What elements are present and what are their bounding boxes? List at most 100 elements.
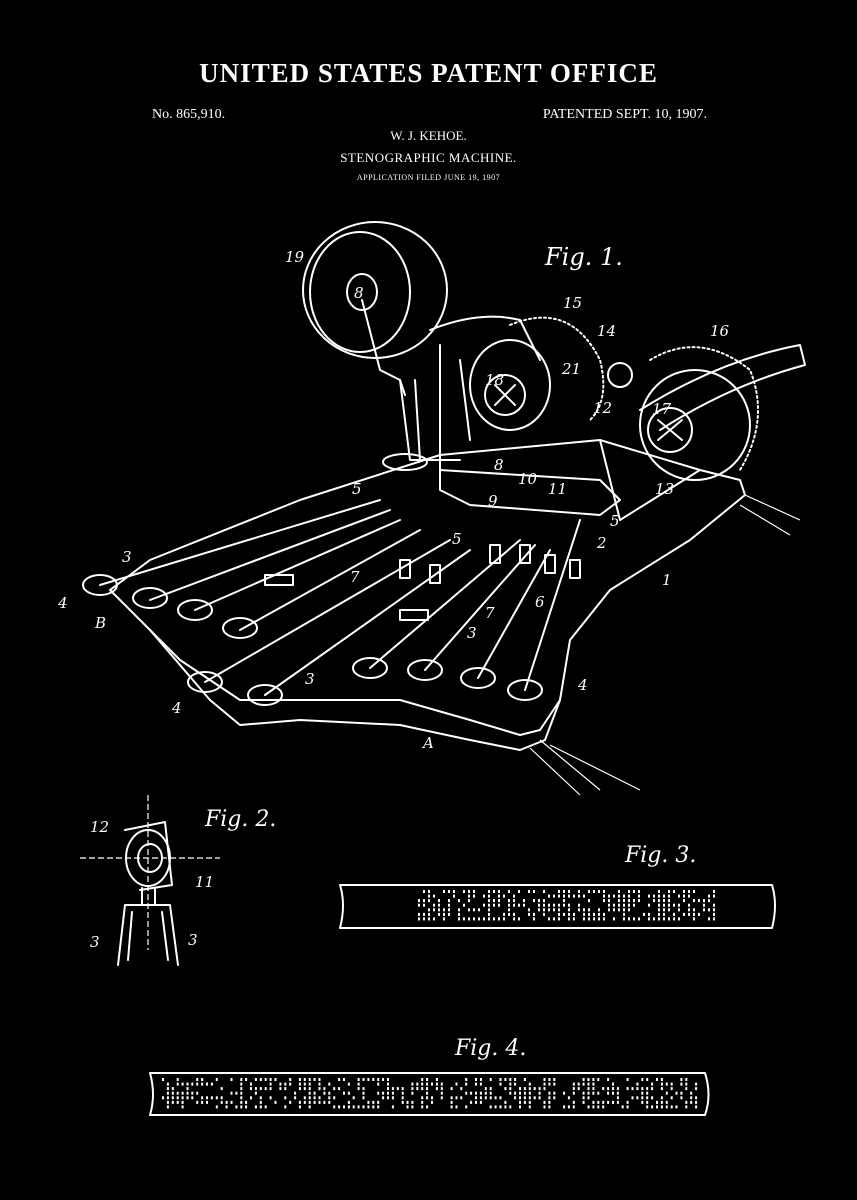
perforation-hole [499, 1105, 502, 1109]
perforation-hole [465, 1105, 468, 1109]
ref-17: 17 [652, 400, 672, 418]
fig2-label: Fig. 2. [204, 807, 276, 832]
perforation-hole [660, 1087, 663, 1091]
perforation-hole [680, 1082, 683, 1086]
perforation-hole [230, 1078, 233, 1081]
perforation-hole [597, 1091, 600, 1095]
perforation-hole [685, 1100, 688, 1104]
perforation-hole [578, 908, 580, 912]
perforation-hole [633, 903, 635, 907]
perforation-hole [713, 917, 715, 921]
perforation-hole [484, 1096, 487, 1100]
perforation-hole [597, 1105, 600, 1109]
perforation-hole [240, 1087, 243, 1091]
perforation-hole [646, 1100, 649, 1104]
perforation-hole [343, 1105, 345, 1109]
perforation-hole [401, 1087, 404, 1091]
figure-4: Fig. 4. [149, 1036, 710, 1116]
ref-21: 21 [561, 360, 581, 378]
perforation-hole [533, 1096, 536, 1100]
perforation-hole [308, 1078, 311, 1081]
perforation-hole [362, 1087, 365, 1091]
perforation-hole [230, 1091, 233, 1095]
perforation-hole [693, 912, 695, 916]
perforation-hole [416, 1087, 419, 1091]
perforation-hole [660, 1096, 663, 1100]
perforation-hole [558, 890, 560, 893]
perforation-hole [578, 903, 580, 907]
perforation-hole [377, 1091, 380, 1095]
perforation-hole [313, 1100, 316, 1104]
perforation-hole [489, 1096, 492, 1100]
perforation-hole [660, 1078, 663, 1081]
perforation-hole [543, 912, 545, 916]
ref-1: 1 [662, 571, 672, 589]
perforation-hole [508, 912, 510, 916]
perforation-hole [658, 903, 660, 907]
perforation-hole [616, 1087, 619, 1091]
perforation-hole [523, 903, 525, 907]
perforation-hole [688, 912, 690, 916]
perforation-hole [633, 917, 635, 921]
ref-10: 10 [518, 470, 538, 488]
perforation-hole [279, 1082, 282, 1086]
perforation-hole [308, 1091, 311, 1095]
perforation-hole [618, 908, 620, 912]
perforation-hole [166, 1100, 169, 1104]
perforation-hole [488, 899, 490, 903]
perforation-hole [372, 1100, 375, 1104]
perforation-hole [538, 1096, 541, 1100]
perforation-hole [250, 1087, 252, 1091]
perforation-hole [578, 890, 580, 893]
perforation-hole [240, 1105, 243, 1109]
perforation-hole [206, 1100, 208, 1104]
perforation-hole [416, 1082, 419, 1086]
perforation-hole [259, 1078, 262, 1081]
perforation-hole [693, 917, 695, 921]
perforation-hole [328, 1096, 331, 1100]
perforation-hole [421, 1096, 424, 1100]
perforation-hole [498, 917, 500, 921]
perforation-hole [668, 899, 670, 903]
perforation-hole [587, 1087, 590, 1091]
perforation-hole [240, 1096, 243, 1100]
perforation-hole [592, 1078, 595, 1081]
perforation-hole [508, 908, 510, 912]
fig1-label: Fig. 1. [544, 243, 623, 271]
perforation-hole [678, 903, 680, 907]
perforation-hole [618, 903, 620, 907]
ref-5a: 5 [352, 480, 362, 498]
lever-blocks [264, 544, 581, 621]
perforation-hole [473, 908, 475, 912]
perforation-hole [608, 894, 610, 898]
perforation-hole [458, 908, 460, 912]
perforation-hole [303, 1078, 306, 1081]
perforation-hole [641, 1096, 644, 1100]
perforation-hole [387, 1091, 389, 1095]
perforation-hole [678, 917, 680, 921]
perforation-hole [665, 1082, 668, 1086]
perforation-hole [473, 890, 475, 893]
perforation-hole [162, 1096, 164, 1100]
perforation-hole [489, 1091, 492, 1095]
perforation-hole [633, 899, 635, 903]
perforation-hole [308, 1087, 311, 1091]
perforation-hole [347, 1082, 350, 1086]
perforation-hole [428, 894, 430, 898]
perforation-hole [166, 1096, 169, 1100]
ref-8-spool: 8 [354, 284, 364, 302]
perforation-hole [191, 1096, 194, 1100]
perforation-hole [428, 917, 430, 921]
perforation-hole [438, 903, 440, 907]
perforation-hole [592, 1105, 595, 1109]
perforation-hole [458, 899, 460, 903]
perforation-hole [663, 912, 665, 916]
perforation-hole [509, 1082, 512, 1086]
perforation-hole [443, 890, 445, 893]
perforation-hole [391, 1096, 394, 1100]
perforation-hole [582, 1091, 585, 1095]
perforation-hole [318, 1082, 321, 1086]
ref-5c: 5 [610, 512, 620, 530]
perforation-hole [455, 1096, 458, 1100]
perforation-hole [303, 1100, 306, 1104]
